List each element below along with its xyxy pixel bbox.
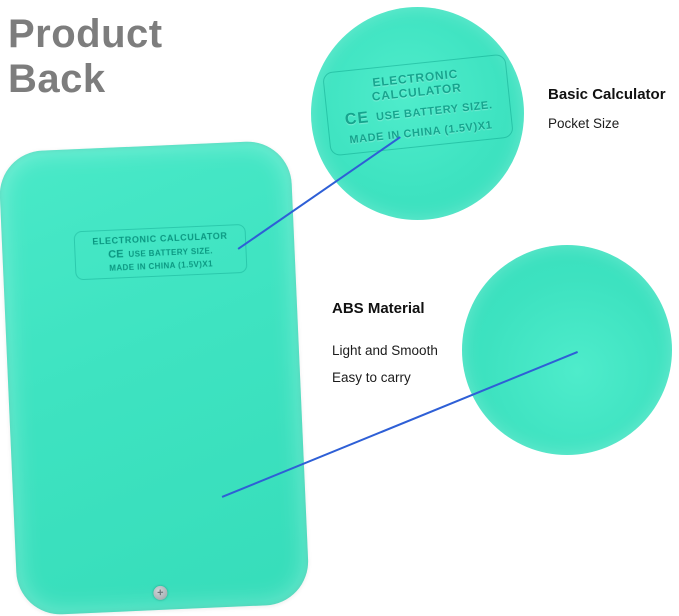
zoom-circle-label-detail: ELECTRONIC CALCULATOR CE USE BATTERY SIZ… bbox=[311, 7, 524, 220]
page-title-line2: Back bbox=[8, 56, 106, 101]
zoom-embossed-plate: ELECTRONIC CALCULATOR CE USE BATTERY SIZ… bbox=[322, 53, 514, 157]
embossed-label-line2: USE BATTERY SIZE. bbox=[128, 245, 214, 259]
screw-icon: + bbox=[153, 585, 168, 601]
zoom-embossed-line2: USE BATTERY SIZE. bbox=[375, 99, 494, 124]
annotation-abs-material: ABS Material bbox=[332, 300, 425, 317]
annotation-basic-calculator: Basic Calculator bbox=[548, 86, 666, 103]
calculator-back-photo: ELECTRONIC CALCULATOR CE USE BATTERY SIZ… bbox=[0, 139, 310, 616]
embossed-label-plate: ELECTRONIC CALCULATOR CE USE BATTERY SIZ… bbox=[73, 223, 248, 281]
page-title-line1: Product bbox=[8, 12, 163, 56]
annotation-light-and-smooth: Light and Smooth bbox=[332, 343, 438, 358]
ce-mark-icon: CE bbox=[344, 109, 371, 129]
ce-mark-icon: CE bbox=[107, 248, 124, 261]
page-title: Product Back bbox=[8, 12, 163, 102]
screw-cross-icon: + bbox=[156, 586, 164, 600]
annotation-pocket-size: Pocket Size bbox=[548, 116, 620, 131]
zoom-circle-surface-detail bbox=[462, 245, 672, 455]
annotation-easy-to-carry: Easy to carry bbox=[332, 370, 411, 385]
